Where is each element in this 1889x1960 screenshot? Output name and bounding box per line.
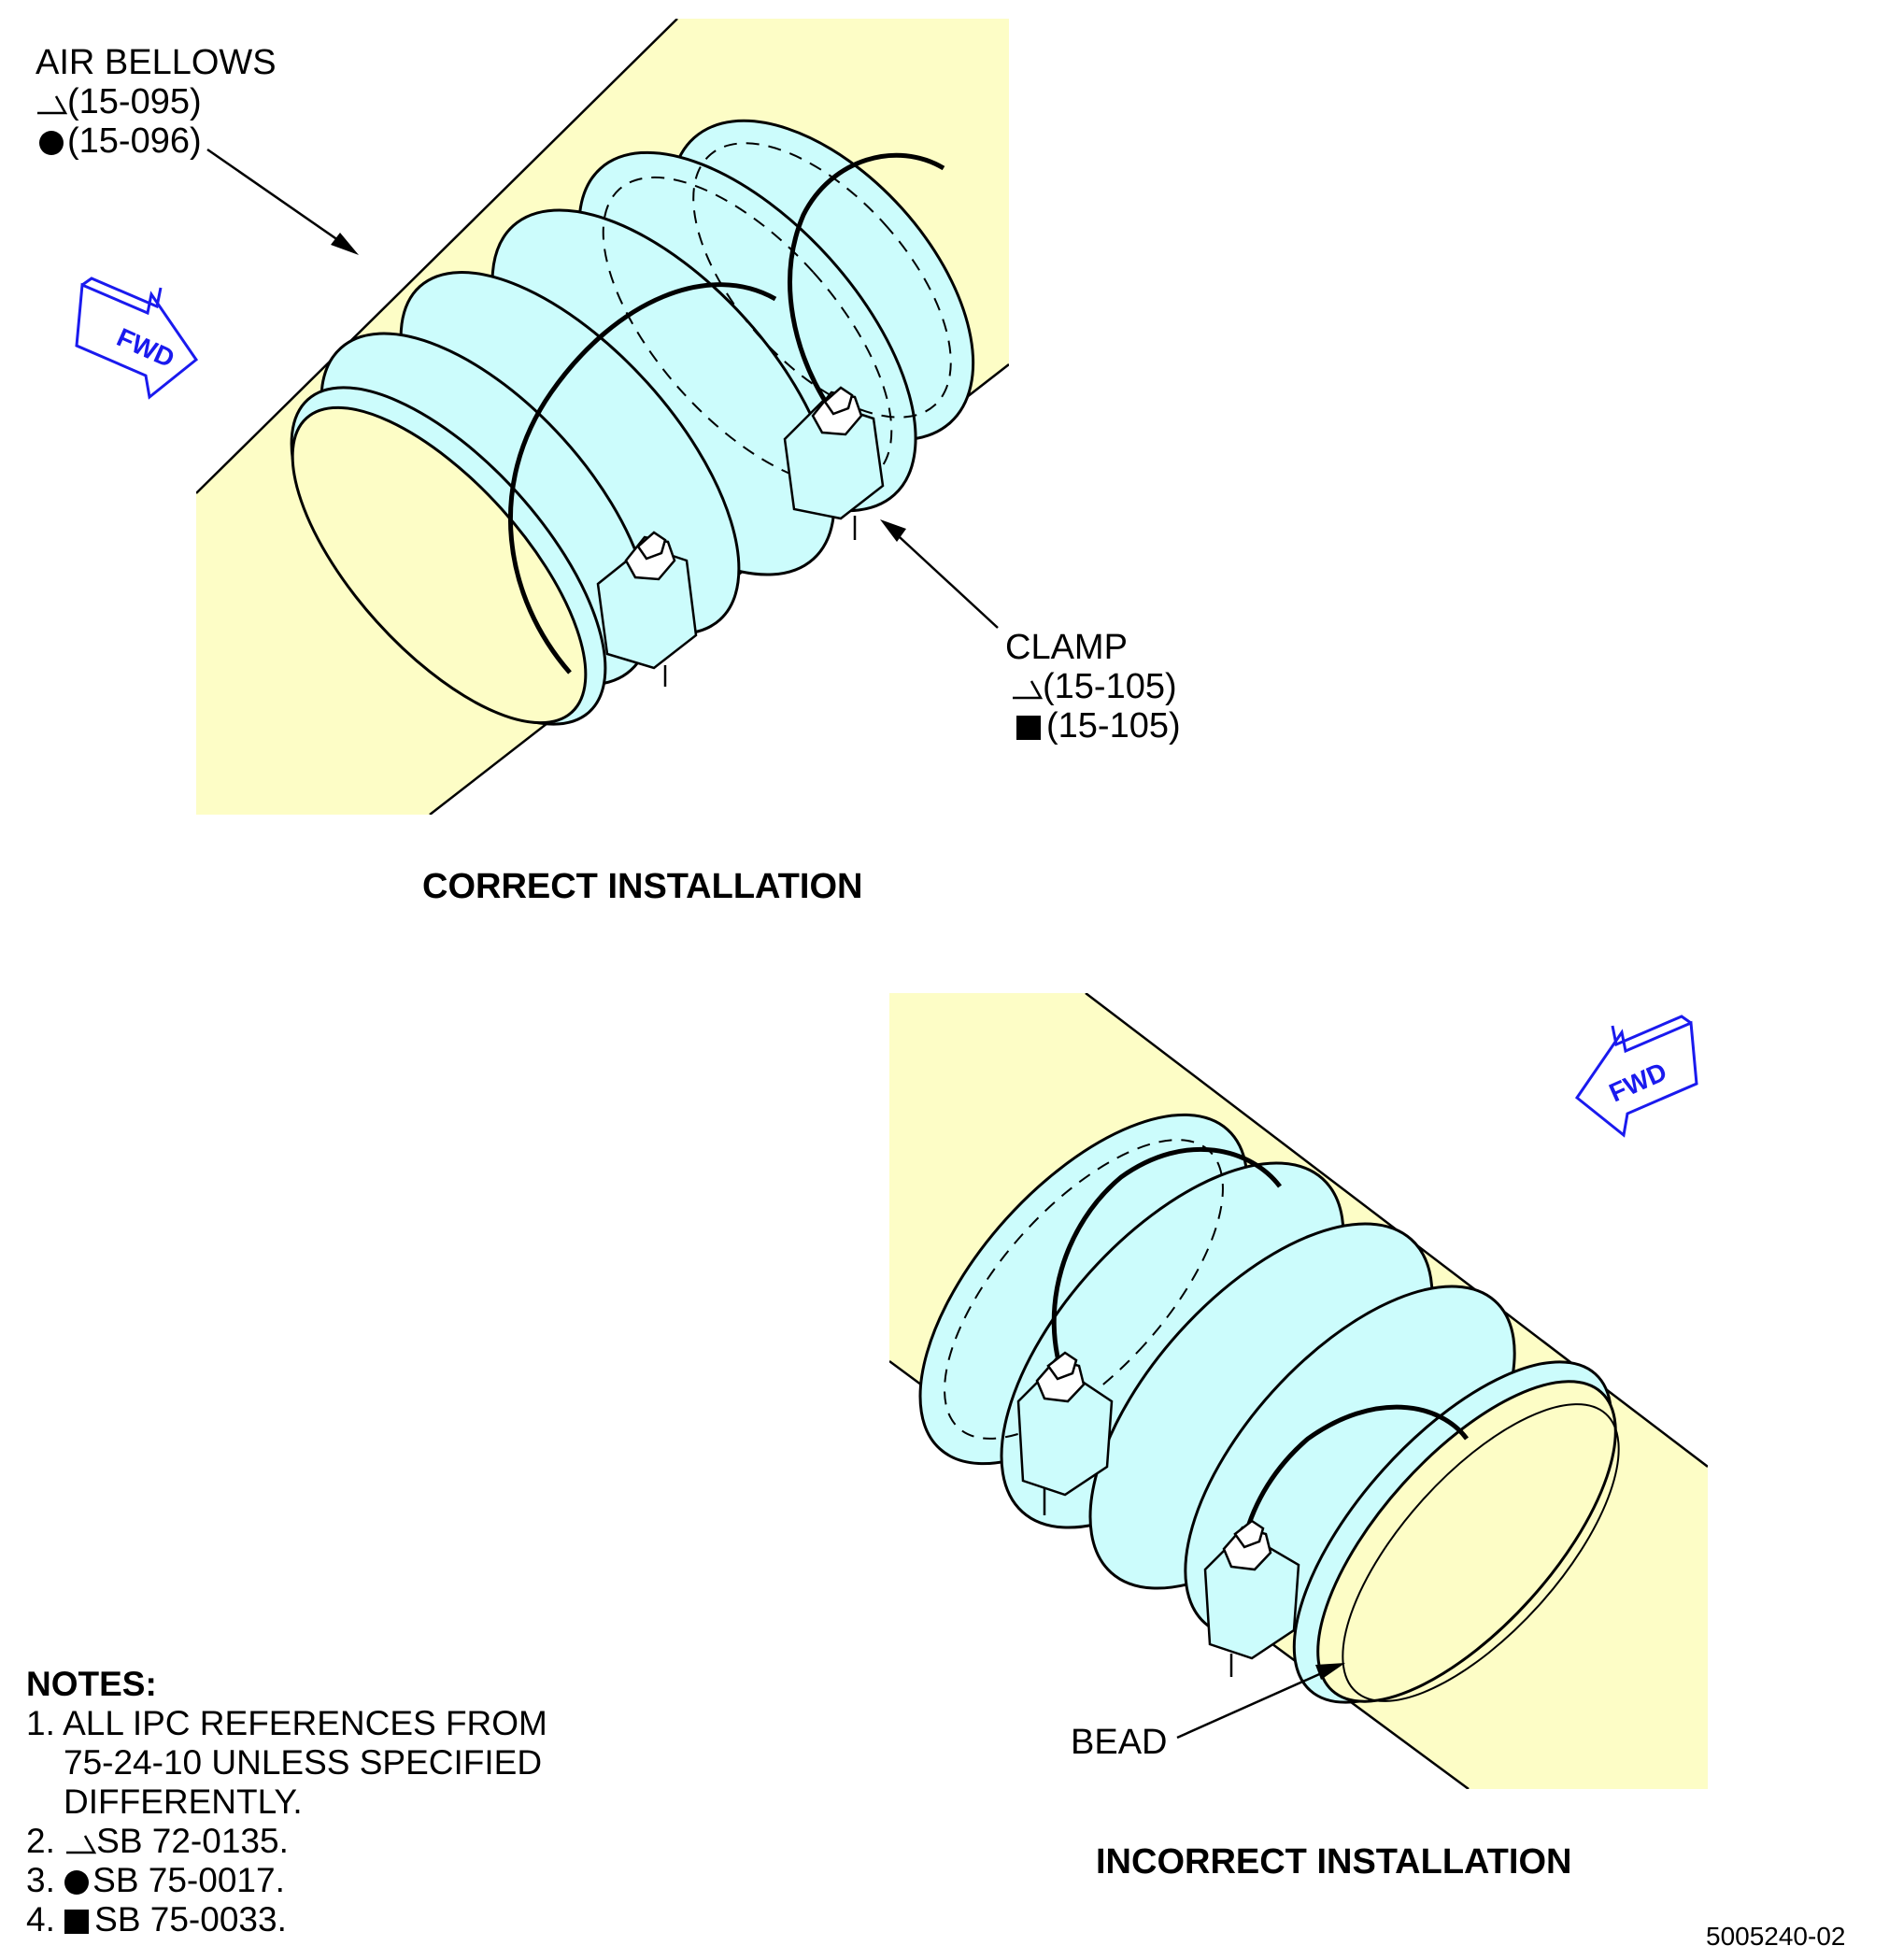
clamp-lug-upper-top[interactable]: [783, 386, 885, 540]
notes-heading: NOTES:: [26, 1665, 157, 1703]
note-3-prefix: 3.: [26, 1861, 55, 1899]
duct-end-bottom: [1292, 1360, 1620, 1704]
square-marker-icon: [64, 1910, 90, 1935]
note-4-text: SB 75-0033.: [94, 1900, 287, 1939]
triangle-marker-icon: [1013, 680, 1043, 700]
note-4: 4. SB 75-0033.: [26, 1900, 547, 1939]
bead-label: BEAD: [1071, 1723, 1168, 1762]
clamp-lug-lower-bottom[interactable]: [1203, 1519, 1300, 1677]
note-3-text: SB 75-0017.: [92, 1861, 285, 1899]
clamp-band-top: [507, 152, 945, 675]
note-4-prefix: 4.: [26, 1900, 55, 1939]
caption-correct-installation: CORRECT INSTALLATION: [422, 867, 863, 906]
clamp-lug-upper-bottom[interactable]: [1016, 1351, 1114, 1515]
clamp-lug-lower-top[interactable]: [596, 531, 698, 687]
notes-block: NOTES: 1. ALL IPC REFERENCES FROM 75-24-…: [26, 1665, 547, 1939]
clamp-ref-b-text: (15-105): [1046, 706, 1181, 746]
duct-end-top: [290, 386, 607, 726]
fwd-arrow-top: [75, 277, 199, 400]
leader-clamp: [880, 519, 999, 629]
note-1-line-1: 1. ALL IPC REFERENCES FROM: [26, 1704, 547, 1742]
note-1-line-3: DIFFERENTLY.: [64, 1782, 303, 1821]
correct-installation-drawing: [196, 19, 1009, 815]
incorrect-installation-drawing: [889, 993, 1708, 1789]
note-2-text: SB 72-0135.: [96, 1822, 289, 1860]
note-3: 3. SB 75-0017.: [26, 1861, 547, 1900]
square-marker-icon: [1016, 715, 1041, 740]
figure-id: 5005240-02: [1706, 1922, 1846, 1951]
fwd-arrow-bottom: [1574, 1015, 1698, 1138]
air-bellows-ref-a-text: (15-095): [67, 82, 202, 121]
triangle-marker-icon: [37, 95, 67, 115]
air-bellows-ref-a: (15-095): [36, 82, 202, 121]
air-bellows-ref-b-text: (15-096): [67, 121, 202, 161]
clamp-ref-a: (15-105): [1011, 667, 1177, 706]
caption-incorrect-installation: INCORRECT INSTALLATION: [1096, 1842, 1572, 1882]
air-bellows-label: AIR BELLOWS: [36, 43, 277, 82]
clamp-ref-a-text: (15-105): [1043, 667, 1177, 706]
clamp-ref-b: (15-105): [1016, 706, 1181, 746]
dot-marker-icon: [64, 1870, 90, 1896]
leader-bead: [1176, 1663, 1345, 1740]
triangle-marker-icon: [66, 1835, 97, 1854]
clamp-label: CLAMP: [1005, 628, 1128, 667]
note-2-prefix: 2.: [26, 1822, 55, 1860]
dot-marker-icon: [39, 130, 64, 155]
note-1-line-2: 75-24-10 UNLESS SPECIFIED: [64, 1743, 543, 1782]
leader-air-bellows: [206, 148, 359, 255]
note-2: 2. SB 72-0135.: [26, 1822, 547, 1861]
air-bellows-ref-b: (15-096): [39, 121, 202, 161]
